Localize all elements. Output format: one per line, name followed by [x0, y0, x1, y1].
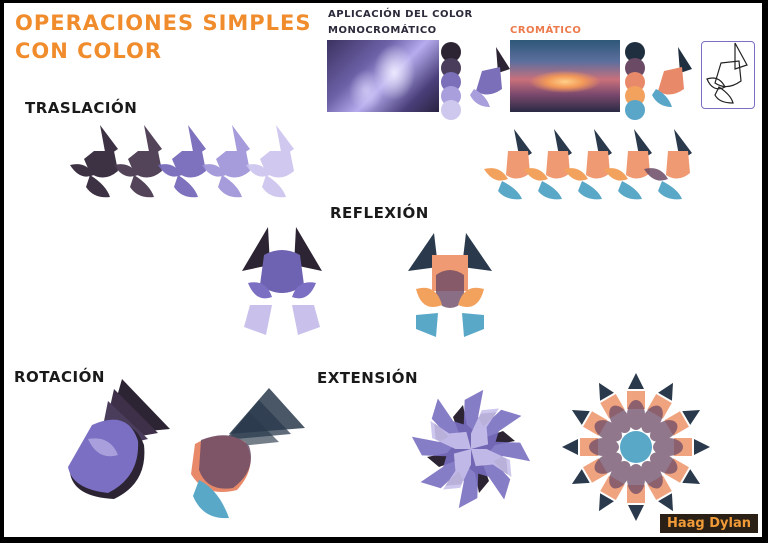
swatch-column-mono: [441, 42, 461, 120]
rotation-chrom-figure: [191, 388, 305, 519]
extension-mono-swirl: [406, 384, 536, 514]
swatch-chrom-2: [625, 58, 645, 78]
mini-motif-chrom: [652, 47, 692, 107]
translation-mono-motif-2: [114, 125, 162, 198]
translation-mono-motif-1: [70, 125, 118, 198]
translation-label: TRASLACIÓN: [25, 99, 138, 117]
mini-motif-mono: [470, 47, 510, 107]
reflection-mono-figure: [242, 227, 322, 335]
title-line-2: CON COLOR: [15, 39, 163, 63]
swatch-column-chrom: [625, 42, 645, 120]
translation-chrom-motif-5: [644, 129, 692, 200]
translation-mono-motif-3: [158, 125, 206, 198]
swatch-chrom-5: [625, 100, 645, 120]
swatch-mono-2: [441, 58, 461, 78]
reflection-chrom-figure: [408, 233, 492, 337]
author-signature: Haag Dylan: [659, 514, 758, 533]
reflection-label: REFLEXIÓN: [330, 204, 429, 222]
chromatic-sunset-photo: [510, 40, 620, 112]
translation-chrom-motif-2: [524, 129, 572, 200]
poster-board: OPERACIONES SIMPLES CON COLOR APLICACIÓN…: [4, 3, 762, 537]
swatch-chrom-3: [625, 72, 645, 92]
translation-mono-motif-5: [246, 125, 294, 198]
translation-chrom-motif-4: [604, 129, 652, 200]
title-line-1: OPERACIONES SIMPLES: [15, 11, 312, 35]
color-application-heading: APLICACIÓN DEL COLOR: [328, 9, 473, 20]
translation-chrom-motif-1: [484, 129, 532, 200]
figures-canvas: [68, 42, 748, 521]
monochromatic-label: MONOCROMÁTICO: [328, 25, 437, 36]
extension-chrom-rosette: [562, 373, 710, 521]
outline-motif-sketch: [706, 42, 748, 104]
outline-figure-frame: [701, 41, 755, 109]
swatch-mono-5: [441, 100, 461, 120]
translation-mono-motif-4: [202, 125, 250, 198]
translation-chrom-row: [484, 129, 692, 200]
swatch-chrom-4: [625, 86, 645, 106]
chromatic-label: CROMÁTICO: [510, 25, 582, 36]
extension-label: EXTENSIÓN: [317, 369, 419, 387]
translation-mono-row: [70, 125, 294, 198]
swatch-mono-3: [441, 72, 461, 92]
rotation-label: ROTACIÓN: [14, 368, 105, 386]
swatch-mono-4: [441, 86, 461, 106]
monochromatic-waterfall-photo: [327, 40, 439, 112]
translation-chrom-motif-3: [564, 129, 612, 200]
swatch-mono-1: [441, 42, 461, 62]
rosette-center: [620, 431, 652, 463]
rotation-mono-figure: [68, 379, 170, 499]
swatch-chrom-1: [625, 42, 645, 62]
